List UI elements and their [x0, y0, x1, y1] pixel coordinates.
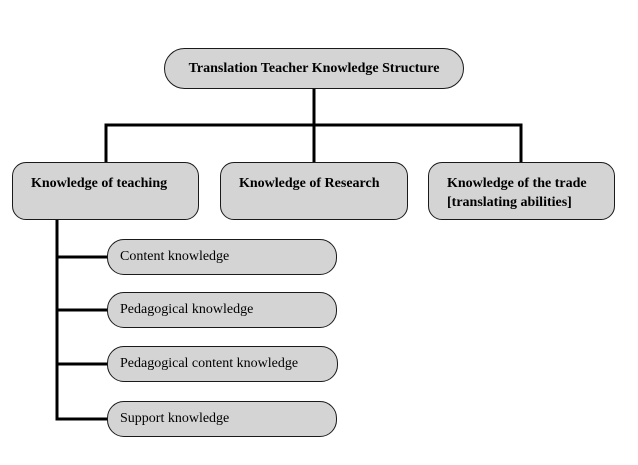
root-label: Translation Teacher Knowledge Structure — [188, 60, 440, 76]
child-label-pck: Pedagogical content knowledge — [120, 356, 299, 371]
branch-node-trade: Knowledge of the trade [translating abil… — [428, 162, 615, 220]
branch-sublabel-trade: [translating abilities] — [447, 195, 572, 210]
child-node-pedagogical-content-knowledge: Pedagogical content knowledge — [107, 346, 338, 382]
branch-label-trade: Knowledge of the trade — [447, 176, 587, 191]
child-label-pedagogical: Pedagogical knowledge — [120, 302, 254, 317]
branch-node-research: Knowledge of Research — [220, 162, 408, 220]
child-node-pedagogical-knowledge: Pedagogical knowledge — [107, 292, 337, 328]
branch-label-teaching: Knowledge of teaching — [31, 176, 168, 191]
child-node-content-knowledge: Content knowledge — [107, 239, 337, 275]
branch-label-research: Knowledge of Research — [239, 176, 380, 191]
child-node-support-knowledge: Support knowledge — [107, 401, 337, 437]
root-node: Translation Teacher Knowledge Structure — [164, 48, 464, 89]
child-label-content: Content knowledge — [120, 249, 230, 264]
child-label-support: Support knowledge — [120, 411, 230, 426]
branch-node-teaching: Knowledge of teaching — [12, 162, 199, 220]
